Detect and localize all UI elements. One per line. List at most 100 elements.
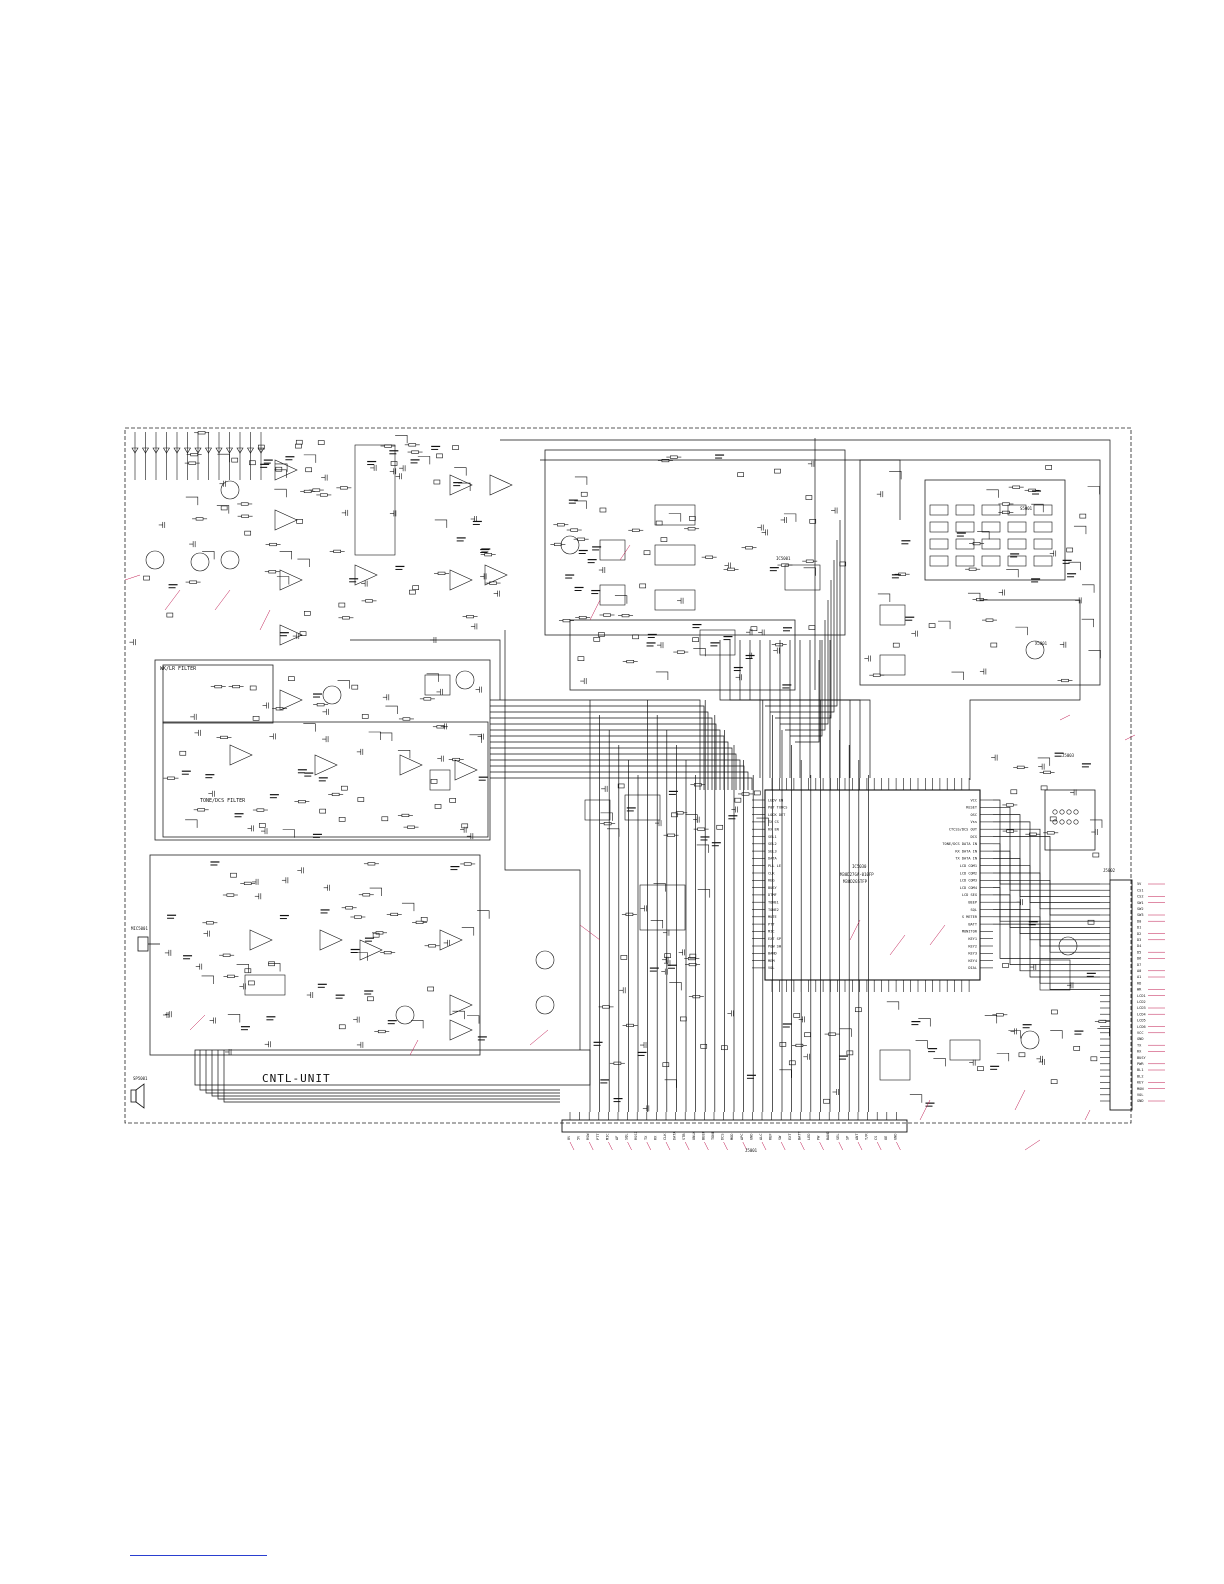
op-amp [319,929,343,951]
right-connector-pin-label: A0 [1137,969,1141,973]
op-amp [489,474,513,496]
transistor [395,1005,415,1025]
small-part [179,750,187,756]
wire-stub [664,1079,677,1088]
key-switch [1007,555,1027,567]
bus-wire [993,850,1100,928]
bottom-connector-pin-label: SP [845,1136,849,1140]
mcu-right-pin-label: BATT [968,922,977,926]
led [246,447,255,454]
resistor [1043,770,1051,774]
resistor [269,542,277,547]
wire-stub [185,819,198,828]
wire-stub [756,817,769,827]
filter-label-top: WK/LR FILTER [160,666,197,672]
small-part [409,589,416,595]
resistor [1061,678,1069,683]
wire-stub [1068,561,1081,571]
mcu-part-line-1: M38D27GA-010FP [840,872,874,877]
wire-stub [452,1010,465,1020]
small-part [599,507,607,513]
bus-wire [993,814,1100,897]
small-part [220,505,228,511]
bottom-connector-pin-label: STB [682,1134,686,1141]
led [162,447,171,454]
red-leader [1024,1139,1041,1151]
bus-wire [490,735,725,790]
transistor [220,480,240,500]
resistor [996,1013,1004,1017]
resistor [570,528,579,532]
mcu-right-pin-label: LCD COM4 [960,886,977,890]
right-connector-pin-label: SW1 [1137,901,1144,905]
bottom-connector-pin-label: 8V [567,1135,571,1140]
mcu-right-pin-label: LCD COM3 [960,879,977,883]
small-part [580,491,588,497]
mcu-left-pin-label: RX EN [768,828,779,832]
wire-stub [469,734,482,743]
mcu-right-pin-label: DCS [971,835,978,839]
small-part [295,439,303,445]
bottom-connector-pin-label: RSW [586,1133,590,1140]
mcu-left-pin-label: PTT [768,922,775,926]
bottom-connector-pin-label: CS [874,1136,878,1140]
bus-wire [993,858,1100,934]
op-amp [359,939,383,961]
small-part [846,1050,854,1056]
ic-package [639,884,686,931]
resistor [197,808,205,812]
right-connector-pin-label: BL1 [1137,1068,1144,1072]
wire-stub [276,576,290,585]
key-switch [929,555,949,567]
ic-package [354,444,396,556]
mcu-left-pin-label: MUTE [768,915,777,919]
wire-stub [279,551,292,560]
small-part [295,443,302,449]
mcu-body [764,789,981,981]
right-connector-pin-label: WR [1137,988,1142,992]
ic-package [879,1049,911,1081]
led [215,447,223,454]
right-connector-pin-label: LCD2 [1137,1000,1146,1004]
led [183,447,192,454]
led [131,447,139,454]
mcu-left-pin-label: MEM [768,959,775,963]
small-part [244,968,252,974]
resistor [333,549,341,553]
resistor [603,613,611,617]
transistor [455,670,475,690]
bottom-connector-pin-label: LED [807,1134,811,1141]
small-part [231,457,239,463]
resistor [188,461,197,465]
bus-wire [780,600,829,725]
small-part [319,808,327,814]
wire-stub [461,927,475,936]
wire-stub [600,812,613,821]
small-part [1092,852,1100,858]
red-leader [929,924,946,946]
red-leader [876,1141,882,1151]
wire-stub [401,902,415,912]
small-part [166,612,174,618]
bus-wire [993,828,1100,910]
op-amp [354,564,378,586]
small-part [737,472,744,477]
connector-pins: 5VCS1CS2SW1SW2SW3D0D1D2D3D4D5D6D7A0A1RDW… [567,882,1146,1140]
mcu-right-pin-label: VCC [971,798,978,802]
mcu-left-pin-label: SEL3 [768,849,777,853]
resistor [214,685,223,689]
mic-symbol [137,936,160,952]
speaker-ref: SP5001 [133,1076,148,1081]
right-connector-pin-label: KEY [1137,1081,1144,1085]
resistor [428,944,436,948]
resistor [705,555,713,559]
switch-ref: S5001 [1020,506,1033,511]
right-connector-pin-label: GND [1137,1037,1144,1041]
ic-package [584,799,611,821]
mcu-right-pin-label: LCD COM2 [960,871,977,875]
bus-wire [199,1050,560,1091]
bottom-connector-pin-label: 5V [577,1135,581,1140]
mcu-right-pin-label: TX DATA IN [955,857,977,861]
op-amp [314,754,338,776]
small-part [1050,1079,1058,1084]
